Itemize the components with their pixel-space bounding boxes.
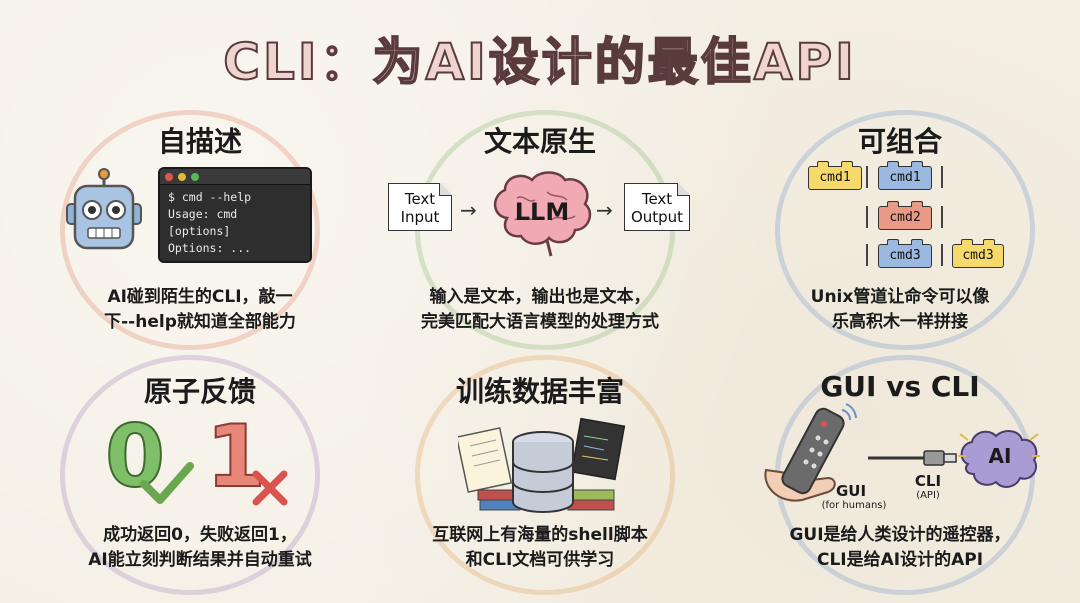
terminal-window: $ cmd --help Usage: cmd [options] Option…: [158, 167, 312, 263]
card-heading: 文本原生: [483, 125, 596, 158]
caption-line: AI碰到陌生的CLI，敲一: [107, 287, 293, 307]
card-caption: GUI是给人类设计的遥控器， CLI是给AI设计的API: [730, 523, 1070, 573]
card-heading: 原子反馈: [143, 375, 256, 408]
x-mark-icon: [252, 470, 288, 506]
decorative-ring: [775, 110, 1035, 350]
card-caption: 输入是文本，输出也是文本， 完美匹配大语言模型的处理方式: [370, 285, 710, 335]
close-dot-icon: [165, 173, 173, 181]
caption-line: 和CLI文档可供学习: [465, 550, 615, 570]
doc-label: Text: [641, 190, 673, 208]
card-atomic-feedback: 原子反馈 0 1 成功返回0，失败返回1， AI能立刻判断结果并自动重试: [30, 355, 370, 595]
caption-line: Unix管道让命令可以像: [810, 287, 990, 307]
card-caption: AI碰到陌生的CLI，敲一 下--help就知道全部能力: [30, 285, 370, 335]
caption-line: 完美匹配大语言模型的处理方式: [421, 312, 659, 332]
one-digit: 1: [205, 407, 267, 507]
ai-label: AI: [988, 444, 1012, 468]
card-gui-vs-cli: GUI vs CLI AI GUI (for humans) CLI (API)…: [730, 355, 1070, 595]
caption-line: 下--help就知道全部能力: [104, 312, 296, 332]
lego-brick-cmd1: cmd1: [808, 161, 862, 190]
terminal-line: $ cmd --help: [168, 190, 252, 204]
card-heading: 可组合: [857, 125, 942, 158]
zero-digit: 0: [104, 407, 166, 507]
terminal-titlebar: [160, 169, 310, 185]
ai-brain-icon: [958, 430, 1040, 488]
doc-label: Text: [404, 190, 436, 208]
maximize-dot-icon: [191, 173, 199, 181]
terminal-line: Options: ...: [168, 241, 252, 255]
text-input-doc: Text Input: [388, 183, 452, 231]
card-training-data: 训练数据丰富 互联网上有海量的shell脚本 和CLI文档可供学习: [370, 355, 710, 595]
decorative-ring: [60, 355, 320, 595]
lego-brick-cmd3: cmd3: [952, 239, 1004, 268]
doc-label: Output: [630, 208, 684, 226]
card-caption: 互联网上有海量的shell脚本 和CLI文档可供学习: [370, 523, 710, 573]
card-caption: Unix管道让命令可以像 乐高积木一样拼接: [730, 285, 1070, 335]
decorative-ring: [415, 355, 675, 595]
caption-line: 乐高积木一样拼接: [832, 312, 968, 332]
pipe-divider: [941, 206, 943, 228]
cli-sub-label: (API): [916, 490, 940, 501]
pipe-divider: [941, 166, 943, 188]
lego-brick-cmd1: cmd1: [878, 161, 932, 190]
llm-label: LLM: [514, 198, 570, 226]
caption-line: 成功返回0，失败返回1，: [103, 525, 297, 545]
remote-control-icon: [764, 403, 857, 502]
page-title: CLI：为AI设计的最佳API: [222, 32, 857, 92]
pipe-divider: [866, 244, 868, 266]
gui-sub-label: (for humans): [821, 500, 887, 511]
usb-cable-icon: [868, 450, 957, 466]
lego-brick-cmd2: cmd2: [878, 201, 932, 230]
caption-line: GUI是给人类设计的遥控器，: [789, 525, 1011, 545]
card-text-native: 文本原生 Text Input → LLM → Text Output 输入是文…: [370, 110, 710, 350]
card-composable: 可组合 cmd1 cmd1 cmd2 cmd3 cmd3 Unix管道让命令可以…: [730, 110, 1070, 350]
pipe-divider: [866, 166, 868, 188]
card-heading: 训练数据丰富: [455, 375, 624, 408]
card-caption: 成功返回0，失败返回1， AI能立刻判断结果并自动重试: [30, 523, 370, 573]
caption-line: 互联网上有海量的shell脚本: [432, 525, 648, 545]
checkmark-icon: [140, 462, 194, 504]
caption-line: AI能立刻判断结果并自动重试: [88, 550, 312, 570]
pipe-divider: [866, 206, 868, 228]
cli-label: CLI: [914, 472, 942, 490]
doc-label: Input: [400, 208, 440, 226]
terminal-line: Usage: cmd [options]: [168, 207, 238, 238]
pipe-divider: [941, 244, 943, 266]
decorative-ring: [60, 110, 320, 350]
gui-label: GUI: [835, 482, 867, 500]
card-heading: 自描述: [157, 125, 242, 158]
minimize-dot-icon: [178, 173, 186, 181]
text-output-doc: Text Output: [624, 183, 690, 231]
brain-icon: [493, 171, 592, 257]
arrow-right-icon: →: [596, 198, 613, 222]
caption-line: CLI是给AI设计的API: [816, 550, 984, 570]
caption-line: 输入是文本，输出也是文本，: [429, 287, 651, 307]
robot-icon: [66, 168, 142, 250]
card-heading: GUI vs CLI: [820, 370, 980, 403]
lego-brick-cmd3: cmd3: [878, 239, 932, 268]
database-documents-icon: [458, 417, 626, 513]
card-self-describing: 自描述 $ cmd --help Usage: cmd [options]: [30, 110, 370, 350]
arrow-right-icon: →: [460, 198, 477, 222]
